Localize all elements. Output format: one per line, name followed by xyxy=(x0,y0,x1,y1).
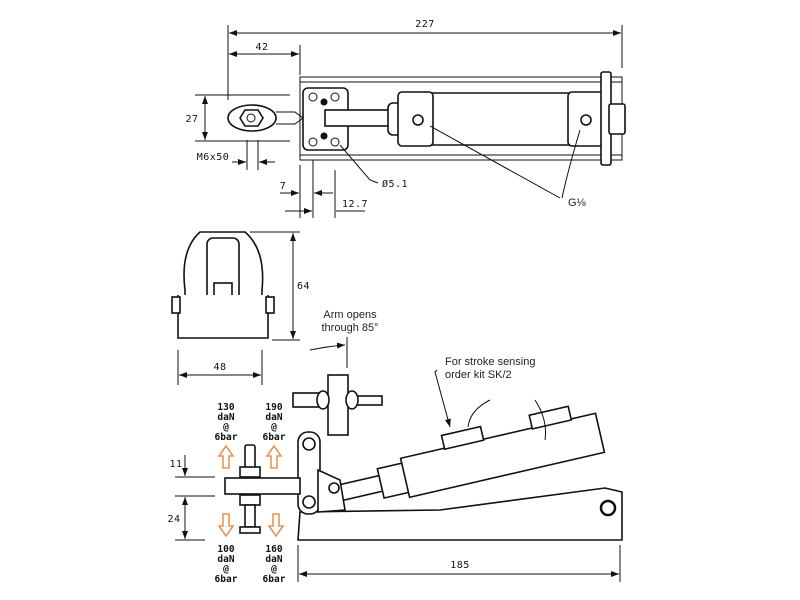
front-view: 64 48 xyxy=(171,231,310,385)
dim-7-label: 7 xyxy=(280,181,287,192)
force-pressure: 6bar xyxy=(215,432,238,443)
force-value: 190 xyxy=(265,402,282,413)
hole-leader xyxy=(339,144,379,184)
clamp-arm xyxy=(224,477,301,495)
bolt-head-lower xyxy=(239,526,261,534)
force-down-arrow-left xyxy=(217,513,235,538)
rear-pivot xyxy=(599,499,617,517)
nut xyxy=(316,390,330,410)
sensor xyxy=(528,405,573,430)
port-leader xyxy=(561,129,581,199)
sensor xyxy=(440,425,485,451)
force-label-down-left: 100 daN @ 6bar xyxy=(215,544,238,585)
sensor-cable xyxy=(467,399,491,428)
force-at: @ xyxy=(223,422,229,433)
arm-note-line1: Arm opens xyxy=(323,309,377,321)
dim-48-label: 48 xyxy=(213,362,226,373)
force-at: @ xyxy=(271,564,277,575)
sensing-note-line1: For stroke sensing xyxy=(445,356,535,368)
nut-upper xyxy=(239,466,261,478)
arm-link xyxy=(276,111,304,125)
dim-185-label: 185 xyxy=(450,560,470,571)
force-unit: daN xyxy=(217,554,234,565)
force-value: 160 xyxy=(265,544,282,555)
force-pressure: 6bar xyxy=(215,574,238,585)
force-unit: daN xyxy=(265,554,282,565)
nut-bore xyxy=(246,113,256,123)
base-bracket xyxy=(177,295,269,339)
piston-rod xyxy=(324,109,398,127)
hex-nut xyxy=(239,109,264,127)
dim-hole-label: Ø5.1 xyxy=(382,178,408,190)
force-up-arrow-left xyxy=(217,444,235,469)
cylinder-side xyxy=(399,412,606,499)
pivot xyxy=(302,437,316,451)
force-at: @ xyxy=(223,564,229,575)
force-unit: daN xyxy=(217,412,234,423)
force-value: 100 xyxy=(217,544,234,555)
side-view: Arm opens through 85° For stroke sensing… xyxy=(167,309,623,585)
dim-227-label: 227 xyxy=(415,19,435,30)
port-leader xyxy=(429,125,561,199)
force-label-up-left: 130 daN @ 6bar xyxy=(215,402,238,443)
mount-hole xyxy=(330,92,340,102)
force-down-arrow-right xyxy=(267,513,285,538)
dim-24-label: 24 xyxy=(167,514,180,525)
dim-11-label: 11 xyxy=(169,459,182,470)
dim-12-7-label: 12.7 xyxy=(342,199,368,210)
hinge-block xyxy=(608,103,626,135)
bolt-lower xyxy=(244,504,256,528)
top-view: 227 42 27 xyxy=(185,19,626,218)
mount-hole xyxy=(308,92,318,102)
dim-27-label: 27 xyxy=(185,114,198,125)
force-label-down-right: 160 daN @ 6bar xyxy=(263,544,286,585)
mount-hole xyxy=(308,137,318,147)
pivot xyxy=(328,482,340,494)
dim-m6x50-label: M6x50 xyxy=(197,152,230,163)
force-pressure: 6bar xyxy=(263,432,286,443)
port-thread xyxy=(412,114,424,126)
sensing-leader xyxy=(434,369,451,428)
force-value: 130 xyxy=(217,402,234,413)
side-pin xyxy=(265,296,275,314)
side-pin xyxy=(171,296,181,314)
force-at: @ xyxy=(271,422,277,433)
opening-arc xyxy=(309,342,346,351)
pivot xyxy=(302,495,316,509)
dim-42-label: 42 xyxy=(255,42,268,53)
force-label-up-right: 190 daN @ 6bar xyxy=(263,402,286,443)
pivot-pin xyxy=(320,132,328,140)
sensing-note-line2: order kit SK/2 xyxy=(445,369,512,381)
force-up-arrow-right xyxy=(265,444,283,469)
base xyxy=(297,487,623,541)
arm-note-line2: through 85° xyxy=(322,322,379,334)
sensor-cable xyxy=(534,399,546,441)
dim-64-label: 64 xyxy=(297,281,310,292)
force-pressure: 6bar xyxy=(263,574,286,585)
pivot-pin xyxy=(320,98,328,106)
force-unit: daN xyxy=(265,412,282,423)
port-thread xyxy=(580,114,592,126)
mount-hole xyxy=(330,137,340,147)
nut xyxy=(345,390,359,410)
port-label: G⅛ xyxy=(568,197,587,209)
nut-lower xyxy=(239,494,261,506)
open-arm xyxy=(327,374,349,436)
